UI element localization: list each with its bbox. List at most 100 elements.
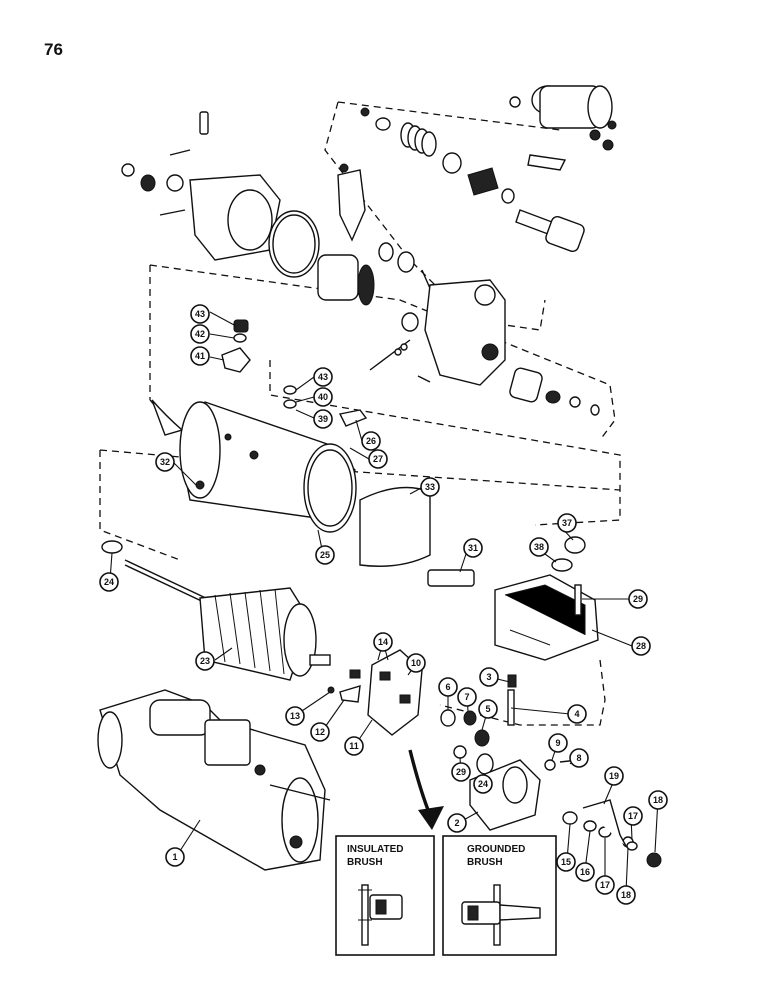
svg-text:25: 25: [320, 550, 330, 560]
callout: 6: [438, 677, 458, 697]
callout: 33: [420, 477, 440, 497]
inset-grounded-title-line2: BRUSH: [467, 857, 503, 868]
svg-text:17: 17: [628, 811, 638, 821]
svg-text:6: 6: [445, 682, 450, 692]
svg-text:7: 7: [464, 692, 469, 702]
callout: 41: [190, 346, 210, 366]
svg-text:38: 38: [534, 542, 544, 552]
complete-starter: [97, 689, 331, 871]
svg-text:43: 43: [318, 372, 328, 382]
field-coils: [427, 536, 599, 661]
svg-text:10: 10: [411, 658, 421, 668]
callout: 42: [190, 324, 210, 344]
svg-text:11: 11: [349, 741, 359, 751]
svg-text:2: 2: [454, 818, 459, 828]
svg-text:32: 32: [160, 457, 170, 467]
callout: 25: [315, 545, 335, 565]
callout: 9: [548, 733, 568, 753]
callout: 13: [285, 706, 305, 726]
svg-text:16: 16: [580, 867, 590, 877]
callout: 24: [99, 572, 119, 592]
inset-insulated-title-line1: INSULATED: [347, 844, 403, 855]
plunger-parts: [360, 107, 585, 252]
arrow-to-insets: [408, 749, 444, 830]
callout: 24: [473, 774, 493, 794]
svg-text:42: 42: [195, 329, 205, 339]
callout: 32: [155, 452, 175, 472]
shift-lever-and-drive: [317, 163, 433, 332]
callout: 15: [556, 852, 576, 872]
callout: 16: [575, 862, 595, 882]
svg-text:18: 18: [621, 890, 631, 900]
svg-text:8: 8: [576, 753, 581, 763]
svg-text:27: 27: [373, 454, 383, 464]
svg-text:39: 39: [318, 414, 328, 424]
svg-text:15: 15: [561, 857, 571, 867]
inset-grounded-title-line1: GROUNDED: [467, 844, 525, 855]
drive-housing: [121, 111, 320, 278]
callout: 23: [195, 651, 215, 671]
svg-text:1: 1: [172, 852, 177, 862]
callout: 31: [463, 538, 483, 558]
svg-text:26: 26: [366, 436, 376, 446]
svg-text:41: 41: [195, 351, 205, 361]
svg-text:29: 29: [456, 767, 466, 777]
callout: 18: [648, 790, 668, 810]
solenoid-assembly: [509, 85, 617, 171]
pole-shoe: [359, 486, 431, 567]
armature: [101, 540, 331, 681]
svg-text:31: 31: [468, 543, 478, 553]
callout: 39: [313, 409, 333, 429]
svg-text:37: 37: [562, 518, 572, 528]
callout: 1: [165, 847, 185, 867]
callout: 27: [368, 449, 388, 469]
svg-text:40: 40: [318, 392, 328, 402]
svg-text:29: 29: [633, 594, 643, 604]
callouts: 43 42 41 43 40 39 26 27 32 33 25 24 31 3…: [99, 304, 668, 905]
svg-text:43: 43: [195, 309, 205, 319]
svg-text:12: 12: [315, 727, 325, 737]
svg-text:24: 24: [478, 779, 488, 789]
callout: 28: [631, 636, 651, 656]
svg-text:14: 14: [378, 637, 388, 647]
frame-housing: [179, 385, 368, 533]
brush-holder: [327, 649, 579, 831]
callout: 18: [616, 885, 636, 905]
svg-text:23: 23: [200, 656, 210, 666]
svg-text:9: 9: [555, 738, 560, 748]
callout: 2: [447, 813, 467, 833]
terminal-parts: [562, 799, 662, 868]
callout: 19: [604, 766, 624, 786]
svg-text:19: 19: [609, 771, 619, 781]
callout: 43: [190, 304, 210, 324]
callout: 8: [569, 748, 589, 768]
svg-text:17: 17: [600, 880, 610, 890]
svg-text:33: 33: [425, 482, 435, 492]
page-number: 76: [44, 40, 63, 59]
svg-text:24: 24: [104, 577, 114, 587]
callout: 17: [595, 875, 615, 895]
svg-text:28: 28: [636, 641, 646, 651]
svg-text:18: 18: [653, 795, 663, 805]
svg-text:5: 5: [485, 704, 490, 714]
callout: 5: [478, 699, 498, 719]
lever-housing: [369, 279, 600, 416]
callout: 38: [529, 537, 549, 557]
callout: 29: [451, 762, 471, 782]
svg-text:13: 13: [290, 711, 300, 721]
callout: 7: [457, 687, 477, 707]
callout: 3: [479, 667, 499, 687]
callout: 10: [406, 653, 426, 673]
svg-text:4: 4: [574, 709, 579, 719]
inset-insulated-title-line2: BRUSH: [347, 857, 383, 868]
callout: 40: [313, 387, 333, 407]
callout: 11: [344, 736, 364, 756]
callout: 37: [557, 513, 577, 533]
callout: 26: [361, 431, 381, 451]
callout: 43: [313, 367, 333, 387]
bracket-parts: [151, 319, 251, 436]
inset-grounded-brush: GROUNDED BRUSH: [442, 835, 557, 956]
callout: 29: [628, 589, 648, 609]
callout: 12: [310, 722, 330, 742]
